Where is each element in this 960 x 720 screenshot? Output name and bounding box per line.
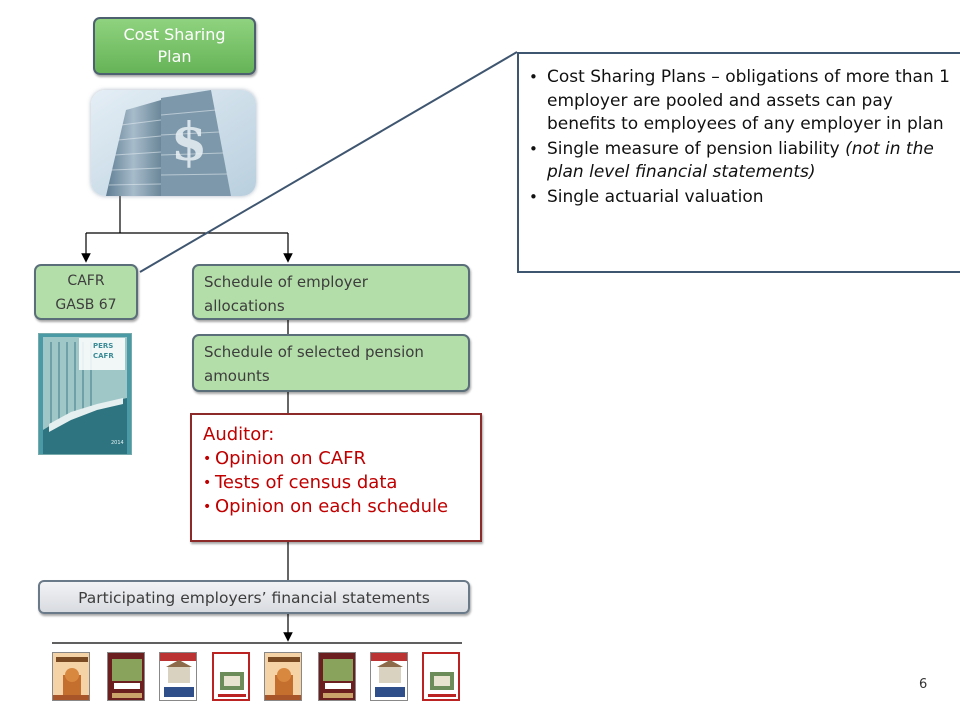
callout-bullet-2: Single measure of pension liability (not…	[529, 138, 954, 185]
schedule-employer-allocations-box: Schedule of employer allocations	[192, 264, 470, 320]
report-thumbnail-8	[422, 652, 460, 701]
callout-bullet-1: Cost Sharing Plans – obligations of more…	[529, 66, 954, 137]
cafr-line2: GASB 67	[55, 297, 117, 313]
participating-employers-box: Participating employers’ financial state…	[38, 580, 470, 614]
cost-sharing-callout: Cost Sharing Plans – obligations of more…	[517, 52, 960, 273]
auditor-title: Auditor:	[203, 424, 275, 445]
participating-employers-label: Participating employers’ financial state…	[78, 589, 430, 607]
report-thumbnail-3	[159, 652, 197, 701]
auditor-item-2: Tests of census data	[203, 471, 470, 495]
callout-bullet-2-text: Single measure of pension liability	[547, 138, 846, 159]
callout-bullet-2-italic: (not in the plan level financial stateme…	[547, 138, 934, 183]
auditor-item-3: Opinion on each schedule	[203, 495, 470, 519]
report-thumbnail-5	[264, 652, 302, 701]
report-thumbnail-2	[107, 652, 145, 701]
building-image: $	[91, 90, 256, 196]
cafr-cover-image: PERS CAFR 2014	[38, 333, 132, 455]
report-thumbnail-1	[52, 652, 90, 701]
cafr-gasb67-box: CAFR GASB 67	[34, 264, 138, 320]
report-thumbnail-6	[318, 652, 356, 701]
report-thumbnail-7	[370, 652, 408, 701]
schedule-2-line1: Schedule of selected pension	[204, 343, 424, 361]
cafr-cover-cafr: CAFR	[93, 352, 114, 360]
schedule-1-line1: Schedule of employer	[204, 273, 368, 291]
schedule-2-line2: amounts	[204, 367, 270, 385]
cost-sharing-plan-box: Cost Sharing Plan	[93, 17, 256, 75]
svg-text:$: $	[171, 112, 207, 173]
page-number: 6	[919, 677, 928, 692]
auditor-item-1: Opinion on CAFR	[203, 447, 470, 471]
report-thumbnail-4	[212, 652, 250, 701]
schedule-1-line2: allocations	[204, 297, 285, 315]
cafr-line1: CAFR	[67, 273, 105, 289]
schedule-pension-amounts-box: Schedule of selected pension amounts	[192, 334, 470, 392]
callout-bullet-3: Single actuarial valuation	[529, 186, 954, 210]
cafr-cover-pers: PERS	[93, 342, 114, 350]
auditor-box: Auditor: Opinion on CAFR Tests of census…	[190, 413, 482, 542]
cost-sharing-plan-line1: Cost Sharing	[123, 25, 226, 44]
cost-sharing-plan-line2: Plan	[157, 47, 192, 66]
cafr-cover-year: 2014	[111, 440, 124, 446]
